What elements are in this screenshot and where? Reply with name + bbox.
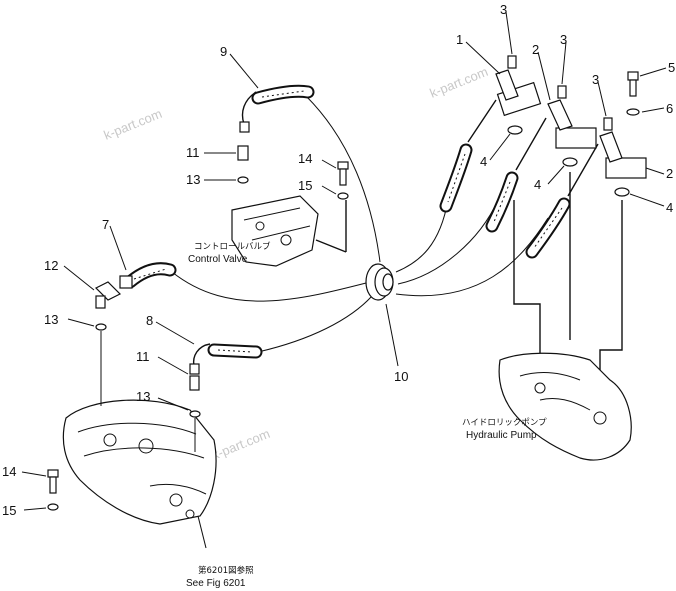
- washer-6: [626, 108, 640, 116]
- pump-hoses: [439, 99, 599, 259]
- o-ring-13-upper: [237, 176, 249, 184]
- see-fig-label: See Fig 6201: [186, 578, 246, 589]
- watermark: k-part.com: [428, 64, 491, 101]
- o-ring-13-left: [95, 323, 107, 331]
- callout-15: 15: [2, 503, 16, 518]
- callout-1: 1: [456, 32, 463, 47]
- callout-15: 15: [298, 178, 312, 193]
- callout-8: 8: [146, 313, 153, 328]
- fitting-11-lower: [189, 375, 200, 391]
- control-valve-label-jp: コントロールバルブ: [194, 241, 271, 252]
- control-valve-lower: [62, 399, 217, 525]
- hose-8: [189, 343, 263, 375]
- watermark: k-part.com: [210, 426, 273, 463]
- washer-15-upper: [337, 192, 349, 200]
- o-ring-13-lower: [189, 410, 201, 418]
- hose-7: [119, 262, 177, 289]
- see-fig-label-jp: 第6201図参照: [198, 565, 254, 576]
- callout-2: 2: [532, 42, 539, 57]
- callout-4: 4: [534, 177, 541, 192]
- fitting-11-upper: [237, 145, 249, 161]
- callout-11: 11: [186, 145, 200, 160]
- callout-5: 5: [668, 60, 675, 75]
- bolt-14-lower: [47, 469, 59, 494]
- callout-14: 14: [298, 151, 312, 166]
- callout-2: 2: [666, 166, 673, 181]
- callout-numbers: 1 3 2 3 3 5 6 2 4 4 4 9 11 13 14 15 7 12…: [2, 2, 675, 518]
- callout-6: 6: [666, 101, 673, 116]
- callout-13: 13: [136, 389, 150, 404]
- hydraulic-pump-label-jp: ハイドロリックポンプ: [462, 418, 547, 428]
- hydraulic-pump: [498, 172, 632, 461]
- leader-lines: [21, 11, 667, 511]
- callout-13: 13: [44, 312, 58, 327]
- control-valve-upper: [231, 195, 347, 267]
- callout-4: 4: [666, 200, 673, 215]
- elbow-fittings: [495, 69, 647, 179]
- callout-3: 3: [592, 72, 599, 87]
- callout-14: 14: [2, 464, 16, 479]
- hydraulic-pump-label: Hydraulic Pump: [466, 430, 537, 441]
- watermark: k-part.com: [102, 106, 165, 143]
- callout-12: 12: [44, 258, 58, 273]
- elbow-12: [94, 281, 122, 309]
- bolts-3: [507, 55, 613, 131]
- callout-4: 4: [480, 154, 487, 169]
- hose-9: [239, 84, 315, 133]
- callout-11: 11: [136, 349, 150, 364]
- grommet: [365, 263, 394, 301]
- callout-3: 3: [560, 32, 567, 47]
- bolt-5: [627, 71, 639, 97]
- control-valve-label: Control Valve: [188, 254, 248, 265]
- callout-13: 13: [186, 172, 200, 187]
- washer-15-lower: [47, 503, 59, 511]
- callout-10: 10: [394, 369, 408, 384]
- callout-7: 7: [102, 217, 109, 232]
- bolt-14-upper: [337, 161, 349, 186]
- callout-3: 3: [500, 2, 507, 17]
- callout-9: 9: [220, 44, 227, 59]
- o-rings-4: [507, 125, 630, 197]
